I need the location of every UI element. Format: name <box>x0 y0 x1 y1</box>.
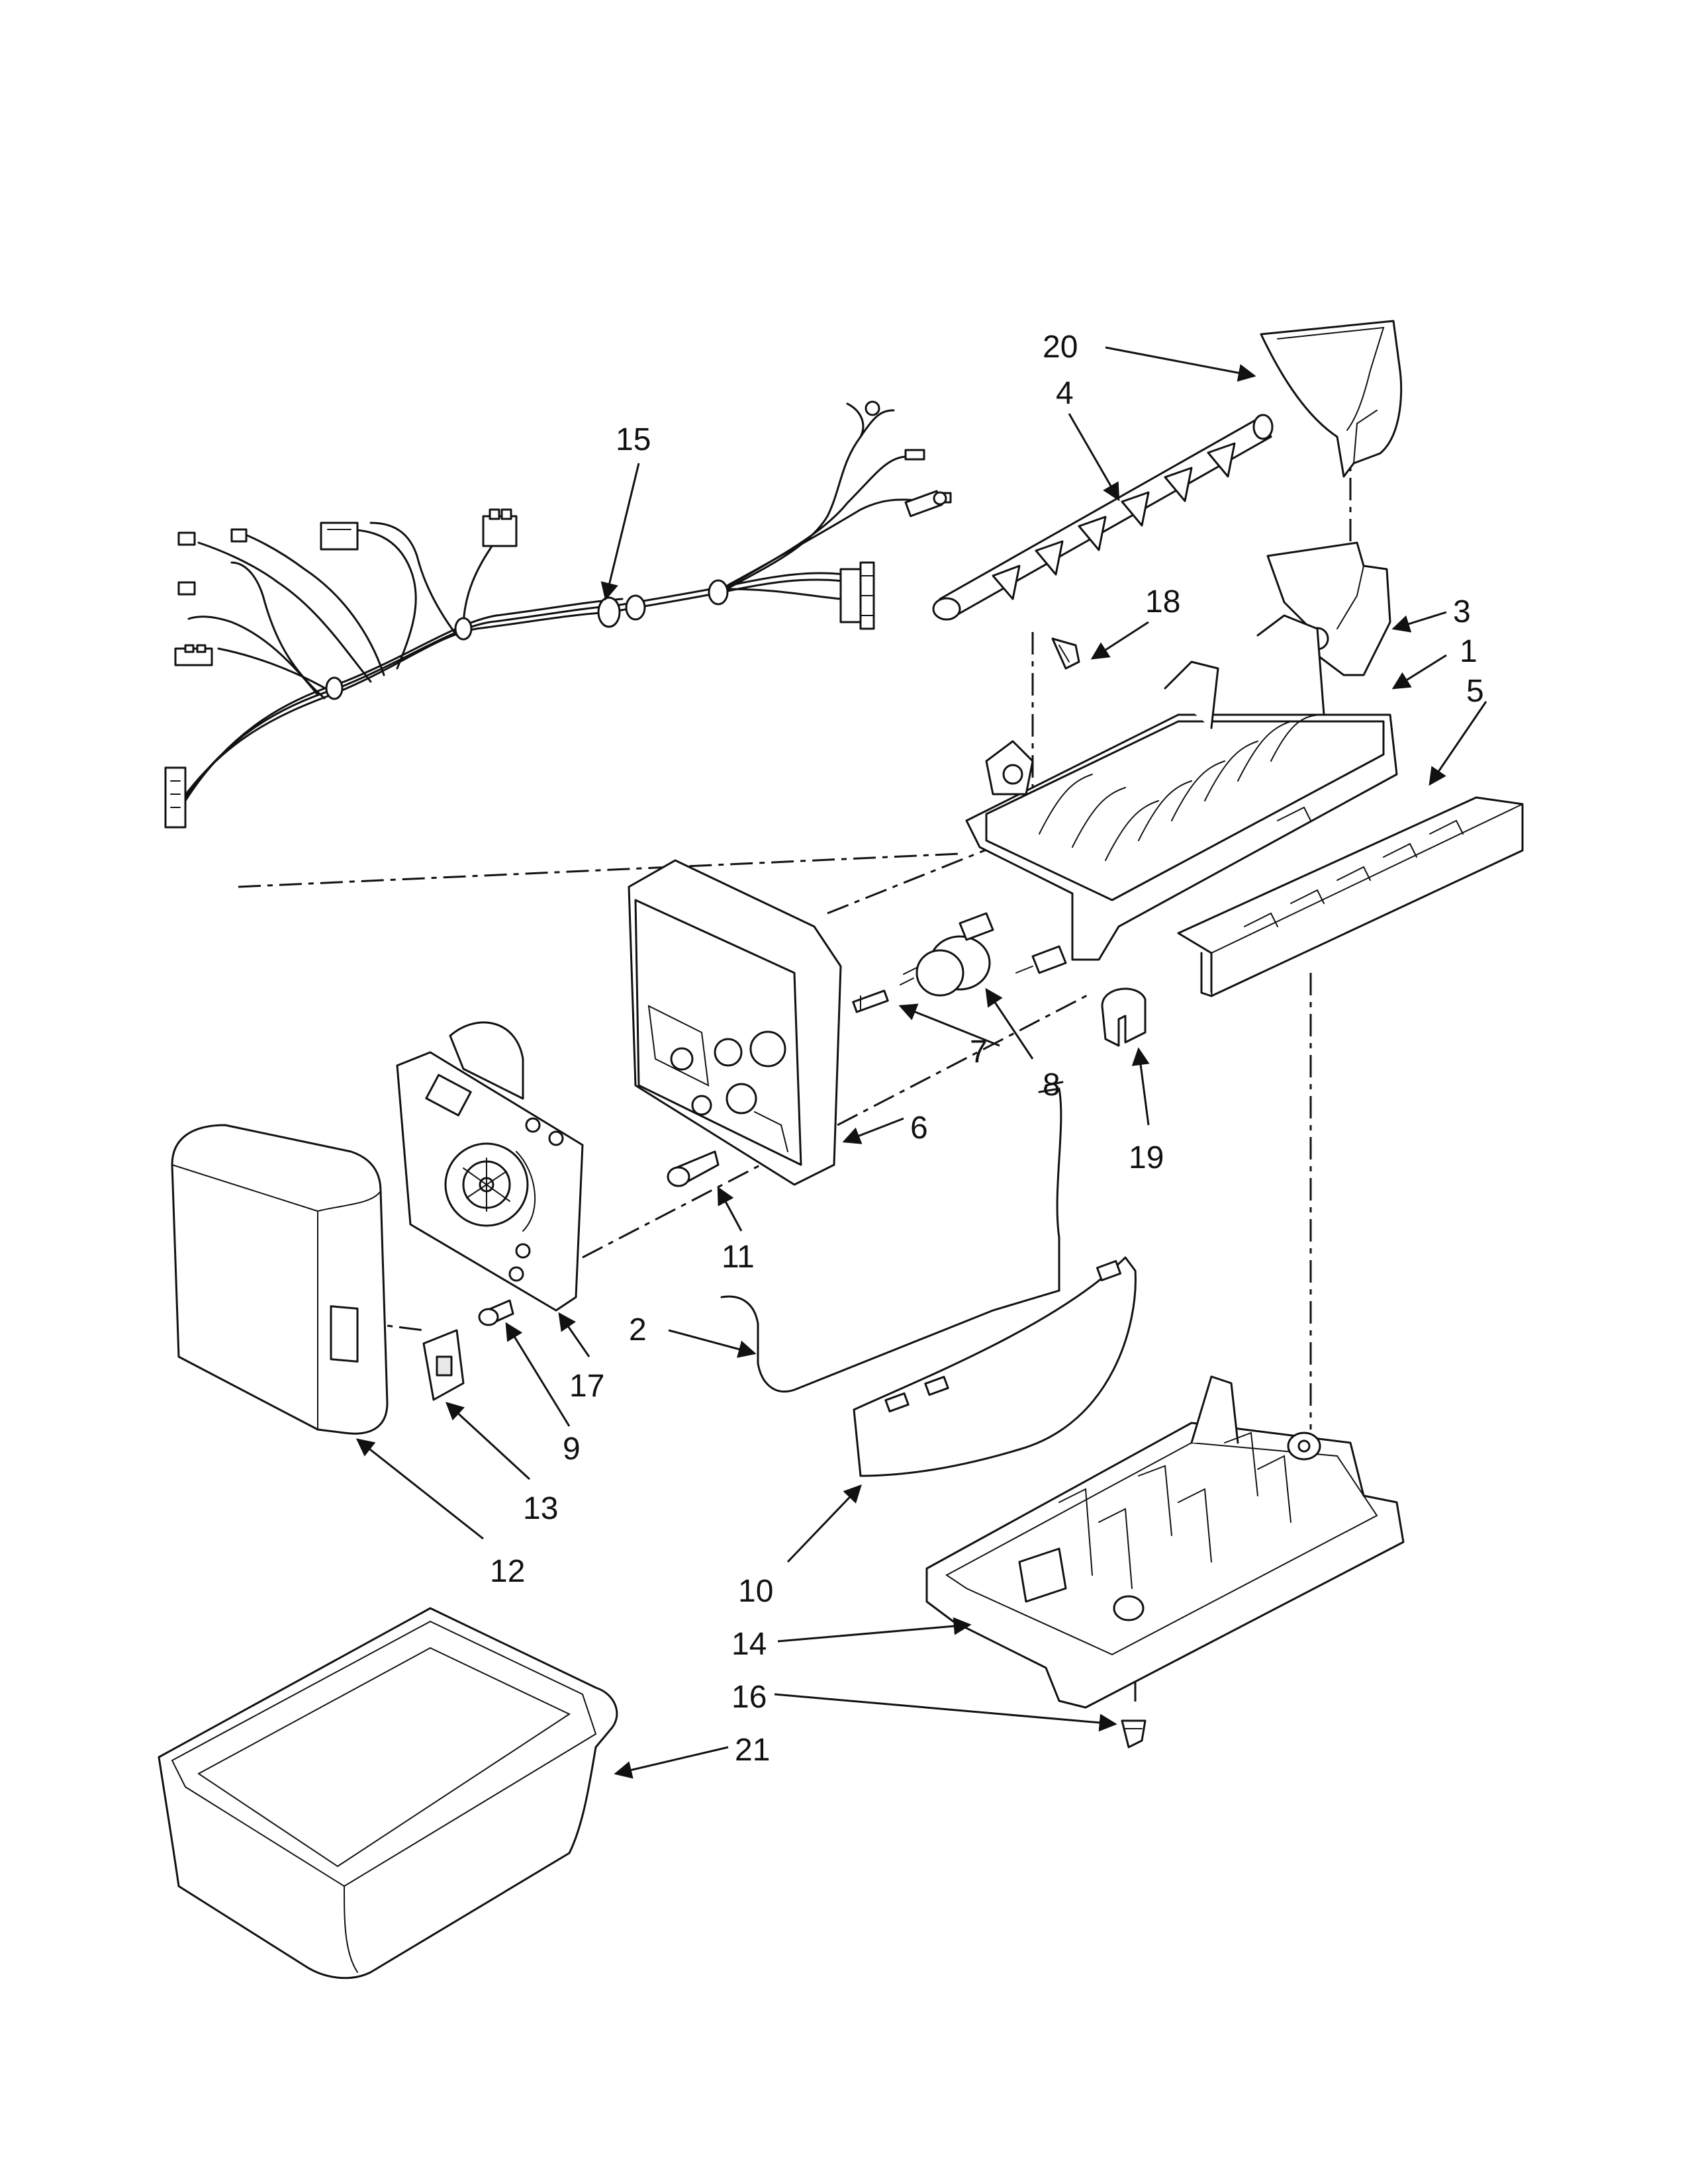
screw-16 <box>1121 1719 1147 1749</box>
mounting-plate <box>628 859 842 1186</box>
ejector <box>932 414 1274 621</box>
screw-9 <box>478 1299 514 1326</box>
callout-12: 12 <box>490 1554 525 1589</box>
callout-17: 17 <box>569 1369 604 1404</box>
screw-11 <box>667 1150 720 1187</box>
module-motor <box>396 1021 584 1312</box>
callout-8: 8 <box>1043 1068 1060 1103</box>
bail-arm <box>853 1256 1137 1477</box>
callout-3: 3 <box>1453 594 1471 629</box>
connector-icon <box>174 644 213 666</box>
callout-2: 2 <box>629 1312 647 1347</box>
connector-icon <box>839 561 875 630</box>
thermostat <box>900 935 991 997</box>
callout-4: 4 <box>1056 376 1074 411</box>
callout-16: 16 <box>731 1680 767 1715</box>
wire-harness <box>164 400 952 829</box>
clip <box>1101 987 1147 1047</box>
connector-icon <box>164 766 187 829</box>
callout-6: 6 <box>910 1111 928 1146</box>
connector-icon <box>482 508 518 547</box>
fill-cup <box>1260 320 1403 478</box>
callout-21: 21 <box>735 1733 770 1768</box>
callout-14: 14 <box>731 1627 767 1662</box>
ice-tray <box>925 1375 1405 1709</box>
callout-5: 5 <box>1466 674 1484 709</box>
harness-clip-3 <box>597 594 646 628</box>
harness-clip-2 <box>454 617 473 641</box>
callout-10: 10 <box>738 1574 773 1609</box>
harness-clip-4 <box>708 579 729 606</box>
callout-13: 13 <box>523 1491 558 1526</box>
callout-20: 20 <box>1043 330 1078 365</box>
front-cover <box>171 1124 389 1435</box>
connector-icon <box>320 522 359 551</box>
harness-clip-1 <box>325 676 344 700</box>
coupler <box>852 989 889 1013</box>
callout-11: 11 <box>722 1240 755 1275</box>
callout-labels: 20 4 15 18 3 1 5 8 7 6 19 11 2 17 9 13 1… <box>490 330 1484 1768</box>
ice-mold <box>965 614 1398 961</box>
leader-lines <box>355 346 1487 1779</box>
callout-18: 18 <box>1145 584 1180 619</box>
callout-1: 1 <box>1460 634 1477 669</box>
ice-bucket <box>158 1607 618 1979</box>
callout-7: 7 <box>970 1034 988 1069</box>
ring-terminal-icon <box>865 400 952 518</box>
callout-9: 9 <box>563 1432 581 1467</box>
switch <box>422 1329 465 1401</box>
shutoff-arm <box>720 1081 1064 1393</box>
callout-19: 19 <box>1129 1140 1164 1175</box>
screw-18 <box>1051 637 1080 670</box>
callout-15: 15 <box>616 422 651 457</box>
mold-pins <box>959 912 1067 974</box>
connector-icon <box>177 528 248 596</box>
stripper <box>1177 796 1524 997</box>
